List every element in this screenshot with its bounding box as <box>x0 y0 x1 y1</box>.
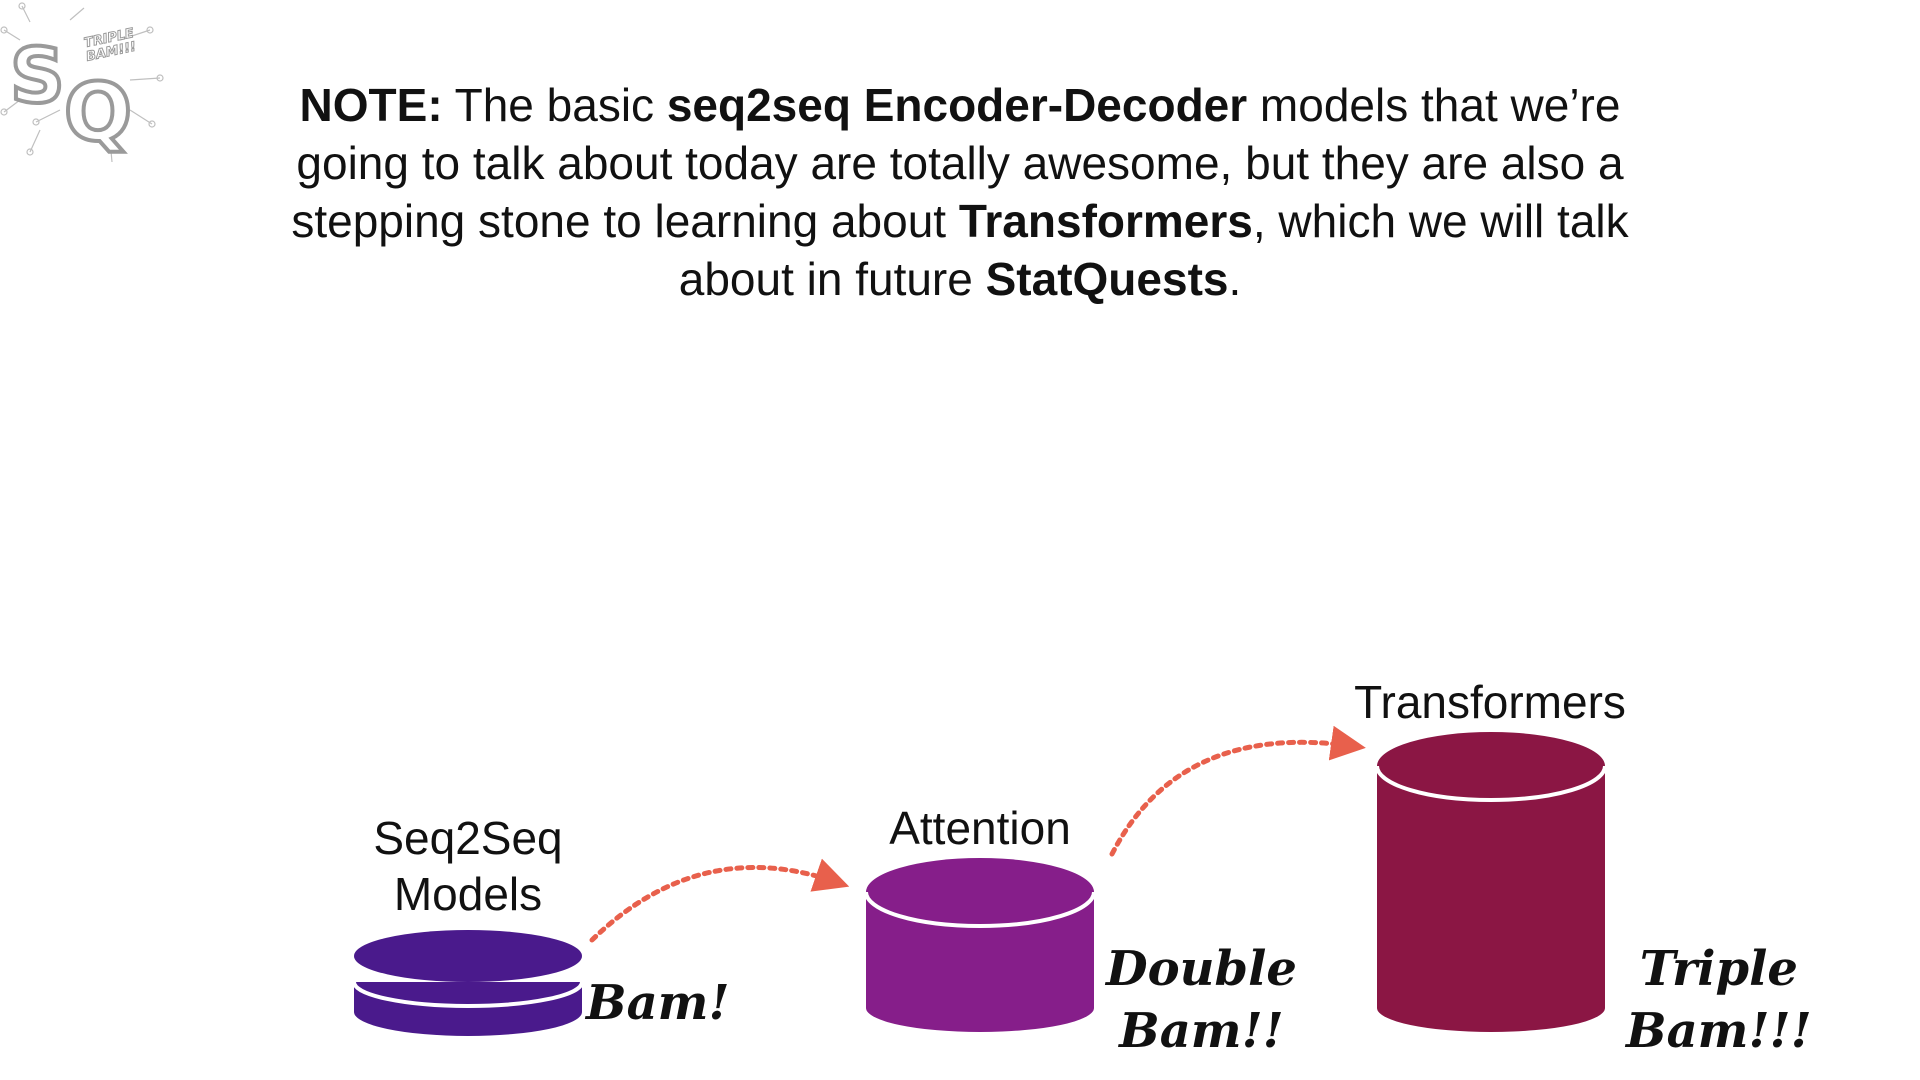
note-term-transformers: Transformers <box>958 195 1253 247</box>
label-attention: Attention <box>860 800 1100 856</box>
note-text-4: . <box>1228 253 1242 305</box>
note-text-2: models that we’re going to talk about to… <box>291 79 1624 247</box>
note-paragraph: NOTE: The basic seq2seq Encoder-Decoder … <box>260 76 1660 308</box>
logo-q-letter: Q <box>64 66 132 159</box>
bam-attention-line-1: Double <box>1106 941 1297 997</box>
bam-transformers: Triple Bam!!! <box>1626 938 1812 1062</box>
cylinder-transformers <box>1375 732 1607 1032</box>
bam-attention: Double Bam!! <box>1106 938 1297 1062</box>
cylinder-seq2seq <box>352 930 584 1036</box>
bam-seq2seq-line-1: Bam! <box>586 975 730 1031</box>
statquest-logo: S Q TRIPLE BAM!!! <box>0 2 164 163</box>
bam-seq2seq: Bam! <box>586 972 730 1034</box>
note-term-seq2seq: seq2seq Encoder-Decoder <box>666 79 1248 131</box>
bam-transformers-line-2: Bam!!! <box>1626 1003 1812 1059</box>
cylinder-attention <box>864 858 1096 1032</box>
label-transformers: Transformers <box>1340 674 1640 730</box>
label-transformers-line-1: Transformers <box>1354 676 1626 728</box>
note-term-statquests: StatQuests <box>985 253 1229 305</box>
note-prefix: NOTE: <box>299 79 443 131</box>
bam-attention-line-2: Bam!! <box>1119 1003 1284 1059</box>
arrow-attention-to-transformers <box>1109 725 1366 857</box>
bam-transformers-line-1: Triple <box>1639 941 1798 997</box>
label-seq2seq: Seq2Seq Models <box>358 810 578 922</box>
note-text-3: , which we will talk about in future <box>678 195 1629 305</box>
label-seq2seq-line-1: Seq2Seq <box>373 812 563 864</box>
logo-s-letter: S <box>10 31 65 120</box>
label-seq2seq-line-2: Models <box>393 868 543 920</box>
label-attention-line-1: Attention <box>889 802 1071 854</box>
note-text-1: The basic <box>442 79 667 131</box>
arrow-seq2seq-to-attention <box>589 858 850 943</box>
